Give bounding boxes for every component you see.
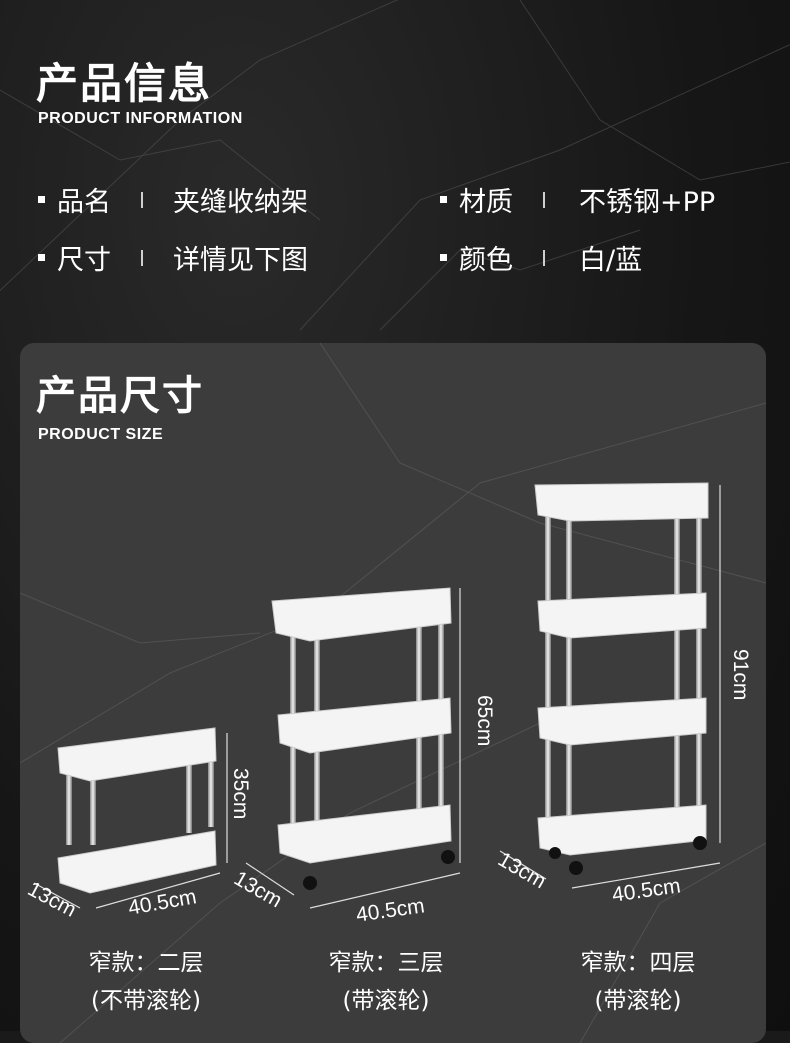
shelf-two-tier bbox=[57, 727, 217, 894]
height-label-two: 35cm bbox=[229, 768, 252, 820]
caption-line2: (不带滚轮) bbox=[91, 988, 201, 1014]
caption-line1: 窄款：三层 bbox=[328, 950, 444, 976]
info-value: 详情见下图 bbox=[173, 245, 308, 276]
separator bbox=[141, 191, 143, 208]
separator bbox=[543, 249, 545, 266]
bullet-icon bbox=[440, 196, 447, 203]
caption-line1: 窄款：四层 bbox=[580, 950, 696, 976]
caption-two-tier: 窄款：二层 (不带滚轮) bbox=[46, 943, 246, 1015]
info-value: 夹缝收纳架 bbox=[173, 187, 308, 218]
shelf-three-tier bbox=[271, 587, 455, 890]
info-item-size: 尺寸 详情见下图 bbox=[38, 238, 308, 277]
page-title: 产品信息 bbox=[36, 59, 213, 108]
size-section-title: 产品尺寸 bbox=[36, 373, 204, 419]
caption-line2: (带滚轮) bbox=[594, 988, 682, 1014]
caption-line1: 窄款：二层 bbox=[88, 950, 204, 976]
info-item-color: 颜色 白/蓝 bbox=[440, 238, 642, 277]
caption-four-tier: 窄款：四层 (带滚轮) bbox=[538, 943, 738, 1015]
page-subtitle: PRODUCT INFORMATION bbox=[38, 110, 243, 127]
caption-line2: (带滚轮) bbox=[342, 988, 430, 1014]
size-panel: 产品尺寸 PRODUCT SIZE bbox=[20, 343, 766, 1043]
info-item-name: 品名 夹缝收纳架 bbox=[38, 180, 308, 219]
shelf-illustrations bbox=[33, 482, 721, 909]
info-label: 品名 bbox=[57, 187, 111, 218]
dimension-lines-three bbox=[245, 588, 461, 909]
separator bbox=[141, 249, 143, 266]
info-label: 材质 bbox=[459, 187, 513, 218]
bullet-icon bbox=[38, 196, 45, 203]
separator bbox=[543, 191, 545, 208]
dimension-lines-four bbox=[499, 485, 721, 889]
dimension-lines-two bbox=[33, 733, 228, 909]
info-item-material: 材质 不锈钢+PP bbox=[440, 180, 715, 219]
info-value: 白/蓝 bbox=[579, 245, 643, 276]
info-label: 尺寸 bbox=[57, 245, 111, 276]
bullet-icon bbox=[38, 254, 45, 261]
info-label: 颜色 bbox=[459, 245, 513, 276]
height-label-three: 65cm bbox=[473, 695, 496, 747]
height-label-four: 91cm bbox=[729, 649, 752, 701]
caption-three-tier: 窄款：三层 (带滚轮) bbox=[286, 943, 486, 1015]
shelf-four-tier bbox=[534, 482, 709, 875]
info-value: 不锈钢+PP bbox=[579, 187, 716, 218]
size-section-subtitle: PRODUCT SIZE bbox=[38, 426, 164, 443]
bullet-icon bbox=[440, 254, 447, 261]
